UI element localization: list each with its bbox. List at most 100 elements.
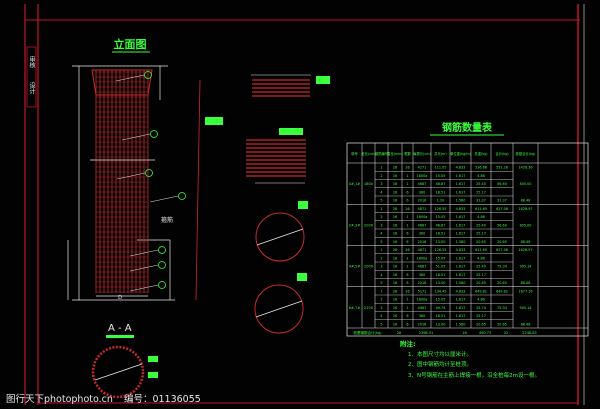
table-cell: 28 bbox=[393, 207, 397, 211]
table-cell: 649.82 bbox=[475, 289, 487, 293]
table-cell: 1 bbox=[406, 298, 408, 302]
table-cell: 16 bbox=[393, 232, 397, 236]
table-cell: 2016 bbox=[418, 281, 427, 285]
table-cell: 3 bbox=[380, 306, 382, 310]
table-cell: 627.08 bbox=[496, 207, 508, 211]
table-header-cell: 直径(mm) bbox=[387, 151, 403, 156]
table-cell: 28 bbox=[393, 248, 397, 252]
table-cell: 360 bbox=[419, 190, 425, 194]
note-2: 2、图中钢筋均计至桩顶。 bbox=[408, 360, 472, 368]
pier-cell: 6#,7# bbox=[349, 306, 360, 310]
table-header-cell: 根数 bbox=[404, 151, 411, 156]
callout-bubble bbox=[158, 281, 166, 289]
table-cell: 2016 bbox=[418, 240, 427, 244]
table-cell: 536.68 bbox=[475, 166, 487, 170]
callout-bubble bbox=[158, 261, 166, 269]
table-cell: 4 bbox=[380, 314, 382, 318]
leader-line bbox=[115, 74, 145, 82]
note-3: 3、N号钢筋在主筋上焊接一根，沿全桩每2m设一根。 bbox=[408, 371, 540, 379]
detail-tag bbox=[279, 128, 303, 135]
table-cell: 4687 bbox=[418, 182, 427, 186]
table-cell: 16 bbox=[393, 182, 397, 186]
table-cell: 611.65 bbox=[475, 248, 487, 252]
table-cell: 16 bbox=[393, 240, 397, 244]
length-cell: 2100 bbox=[364, 306, 373, 310]
table-cell: 4.833 bbox=[456, 207, 466, 211]
table-cell: 1.617 bbox=[456, 223, 466, 227]
watermark: 图行天下photophoto.cn 编号：01136055 bbox=[6, 391, 209, 405]
table-cell: 1 bbox=[380, 166, 382, 170]
table-cell: 4 bbox=[380, 232, 382, 236]
table-cell: 3 bbox=[380, 223, 382, 227]
table-cell: 1428.36 bbox=[518, 166, 532, 170]
table-cell: 1800a bbox=[417, 215, 428, 219]
table-cell: 1.617 bbox=[456, 182, 466, 186]
table-cell: 4271 bbox=[418, 166, 427, 170]
table-cell: 1628.97 bbox=[518, 248, 532, 252]
table-cell: 1677.16 bbox=[518, 289, 532, 293]
table-cell: 20.65 bbox=[476, 240, 486, 244]
table-cell: 4687 bbox=[418, 223, 427, 227]
notes-heading: 附注: bbox=[400, 339, 416, 348]
table-cell: 6 bbox=[406, 322, 408, 326]
table-cell: 1 bbox=[406, 174, 408, 178]
table-cell: 16 bbox=[393, 256, 397, 260]
notes: 附注: 1、本图尺寸均以厘米计。 2、图中钢筋均计至桩顶。 3、N号钢筋在主筋上… bbox=[400, 339, 540, 379]
table-header-cell: 桩长(cm) bbox=[361, 151, 375, 156]
table-cell: 56.60 bbox=[497, 182, 507, 186]
table-cell: 56.60 bbox=[497, 223, 507, 227]
table-border bbox=[346, 142, 589, 337]
table-cell: 1 bbox=[380, 248, 382, 252]
rebar-quantity-table: 墩号桩长(cm)钢筋编号直径(mm)根数每根长(cm)共长(m)单位重(kg/m… bbox=[346, 142, 589, 337]
table-cell: 1 bbox=[406, 182, 408, 186]
table-cell: 13.00 bbox=[436, 281, 446, 285]
spiral-ring bbox=[254, 284, 304, 334]
table-cell: 905.14 bbox=[520, 265, 532, 269]
table-cell: 360 bbox=[419, 232, 425, 236]
table-cell: 1800a bbox=[417, 256, 428, 260]
table-cell: 5 bbox=[380, 322, 382, 326]
table-cell: 1.580 bbox=[456, 240, 466, 244]
table-cell: 16 bbox=[393, 265, 397, 269]
callout-bubble bbox=[150, 130, 158, 138]
table-cell: 18.51 bbox=[436, 232, 446, 236]
table-cell: 1 bbox=[406, 306, 408, 310]
table-cell: 4 bbox=[380, 190, 382, 194]
table-cell: 1 bbox=[406, 256, 408, 260]
table-cell: 1.20 bbox=[437, 199, 445, 203]
table-cell: 13.00 bbox=[436, 322, 446, 326]
table-cell: 15.05 bbox=[436, 256, 446, 260]
pier-cell: 0#,1# bbox=[349, 182, 360, 186]
ring-tag bbox=[298, 201, 308, 209]
table-cell: 1.617 bbox=[456, 174, 466, 178]
rebar-tag bbox=[205, 117, 223, 125]
table-cell: 6 bbox=[406, 273, 408, 277]
length-cell: 2000 bbox=[364, 223, 373, 227]
table-cell: 4.86 bbox=[477, 215, 485, 219]
table-header-cell: 共长(m) bbox=[434, 151, 446, 156]
table-cell: 1.617 bbox=[456, 273, 466, 277]
single-rebar bbox=[195, 79, 201, 301]
section-label: A - A bbox=[108, 323, 132, 334]
table-cell: 4687 bbox=[418, 265, 427, 269]
table-cell: 26 bbox=[405, 289, 409, 293]
table-cell: 5 bbox=[380, 240, 382, 244]
table-cell: 1.617 bbox=[456, 215, 466, 219]
table-cell: 6 bbox=[406, 314, 408, 318]
table-cell: 1 bbox=[380, 207, 382, 211]
table-cell: 18.51 bbox=[436, 190, 446, 194]
table-cell: 31.37 bbox=[497, 199, 507, 203]
table-cell: 2016 bbox=[418, 322, 427, 326]
table-cell: 551.28 bbox=[496, 166, 508, 170]
total-cell: 32 bbox=[504, 331, 508, 335]
table-cell: 16 bbox=[393, 174, 397, 178]
table-cell: 5171 bbox=[418, 289, 427, 293]
table-cell: 1.617 bbox=[456, 256, 466, 260]
table-cell: 16 bbox=[393, 215, 397, 219]
rebar-details bbox=[246, 74, 330, 334]
table-cell: 5 bbox=[380, 199, 382, 203]
table-cell: 88.48 bbox=[521, 240, 531, 244]
table-cell: 16 bbox=[393, 281, 397, 285]
table-cell: 3 bbox=[380, 182, 382, 186]
leader-line bbox=[121, 133, 151, 141]
